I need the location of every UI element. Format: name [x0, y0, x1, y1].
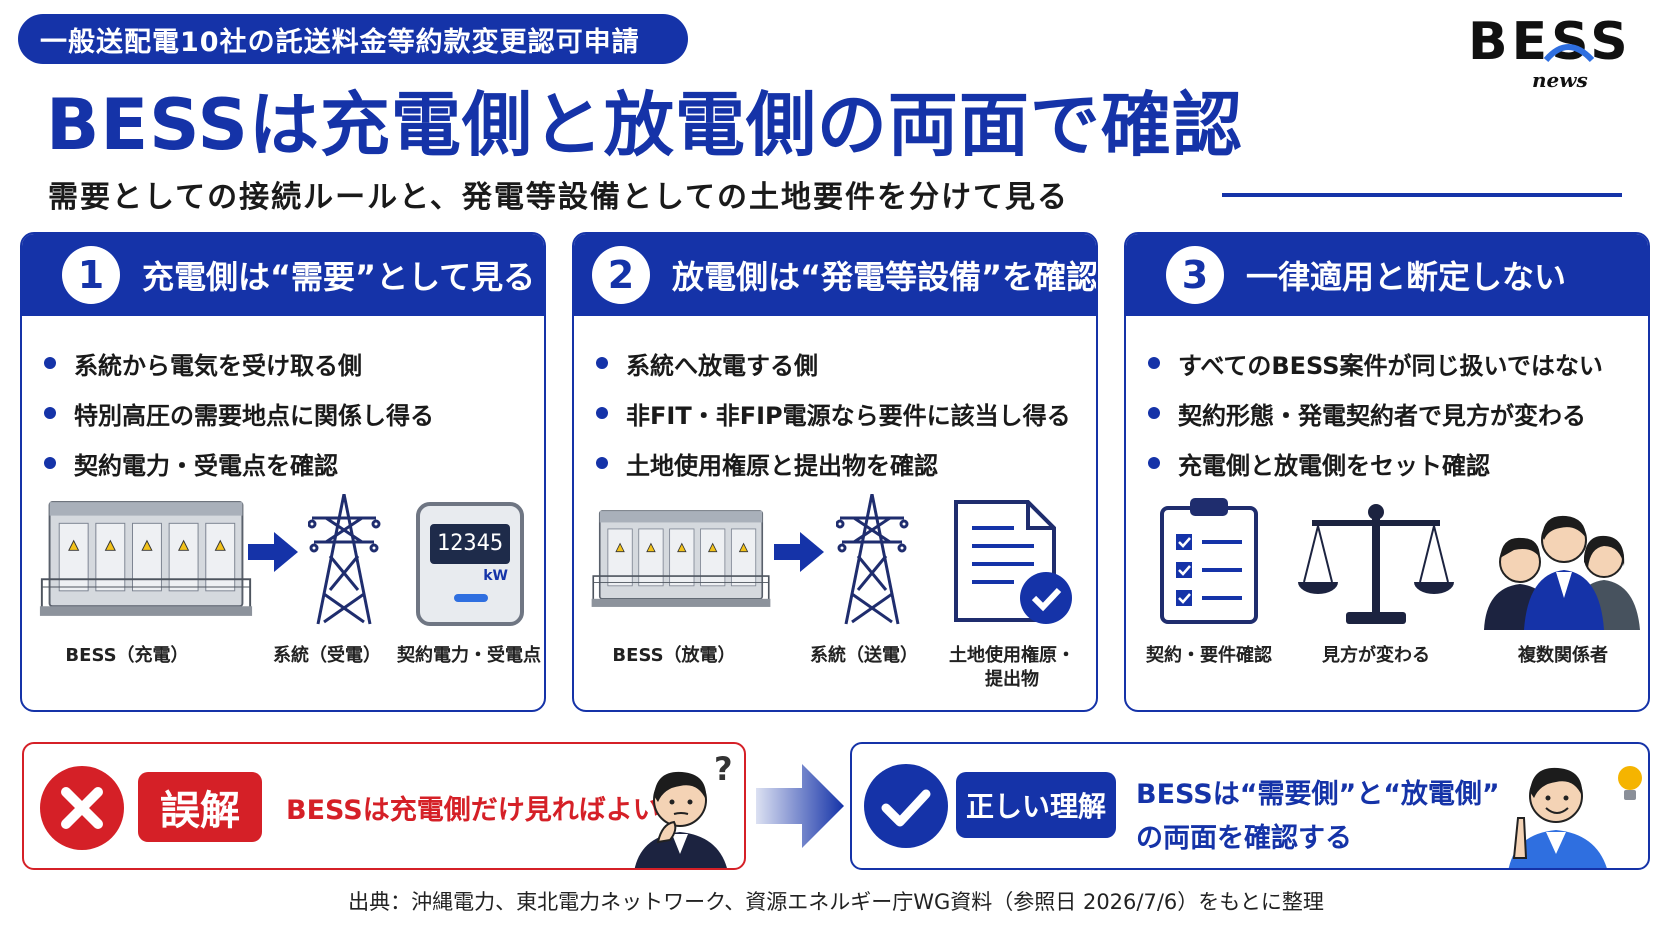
bullet-icon	[1148, 407, 1160, 419]
transmission-tower-icon	[836, 494, 909, 626]
check-icon	[864, 764, 948, 848]
caption: 契約電力・受電点	[397, 645, 541, 666]
card-number: 1	[62, 246, 120, 304]
people-group-icon	[1484, 515, 1640, 630]
bullet-icon	[44, 357, 56, 369]
card-header: 3 一律適用と断定しない	[1126, 234, 1648, 316]
list-item: 非FIT・非FIP電源なら要件に該当し得る	[596, 388, 1096, 438]
lightbulb-icon	[1618, 766, 1642, 800]
list-item: 充電側と放電側をセット確認	[1148, 438, 1648, 488]
card-heading: 一律適用と断定しない	[1246, 258, 1567, 296]
list-item: 契約形態・発電契約者で見方が変わる	[1148, 388, 1648, 438]
bullet-icon	[1148, 357, 1160, 369]
list-item: 特別高圧の需要地点に関係し得る	[44, 388, 544, 438]
thinking-man-icon	[634, 771, 727, 868]
list-item: すべてのBESS案件が同じ扱いではない	[1148, 338, 1648, 388]
balance-scale-icon	[1298, 504, 1454, 624]
arrow-right-icon	[756, 764, 844, 848]
battery-container-icon	[590, 510, 772, 608]
card-heading: 放電側は“発電等設備”を確認	[672, 258, 1098, 296]
list-item: 系統へ放電する側	[596, 338, 1096, 388]
caption: BESS（充電）	[65, 645, 189, 666]
list-item: 契約電力・受電点を確認	[44, 438, 544, 488]
list-item: 土地使用権原と提出物を確認	[596, 438, 1096, 488]
caption: 系統（受電）	[273, 645, 381, 666]
question-mark-icon: ?	[714, 750, 733, 788]
bullet-icon	[44, 407, 56, 419]
source-note: 出典：沖縄電力、東北電力ネットワーク、資源エネルギー庁WG資料（参照日 2026…	[348, 890, 1324, 914]
meter-unit: kW	[483, 568, 508, 584]
card-charging-side: 1 充電側は“需要”として見る 系統から電気を受け取る側 特別高圧の需要地点に関…	[20, 232, 546, 712]
logo-arc-icon	[1544, 44, 1594, 63]
electric-meter-icon: 12345 kW	[416, 502, 524, 626]
correct-text-line2: の両面を確認する	[1136, 823, 1352, 854]
caption: 土地使用権原・提出物	[949, 645, 1075, 690]
card-header: 1 充電側は“需要”として見る	[22, 234, 544, 316]
misconception-box: 誤解 BESSは充電側だけ見ればよい ?	[22, 742, 746, 870]
bullet-icon	[44, 457, 56, 469]
subtitle-rule	[1222, 193, 1622, 197]
header-pill-text: 一般送配電10社の託送料金等約款変更認可申請	[40, 26, 640, 58]
correct-text-line1: BESSは“需要側”と“放電側”	[1136, 779, 1500, 810]
list-item: 系統から電気を受け取る側	[44, 338, 544, 388]
arrow-right-icon	[248, 532, 298, 572]
page-title: BESSは充電側と放電側の両面で確認	[46, 84, 1243, 166]
logo-sub: news	[1532, 68, 1588, 92]
pointing-man-icon	[1508, 767, 1607, 868]
correct-understanding-box: 正しい理解 BESSは“需要側”と“放電側” の両面を確認する	[850, 742, 1650, 870]
arrow-right-icon	[774, 532, 824, 572]
misconception-label: 誤解	[138, 772, 262, 842]
correct-label: 正しい理解	[956, 772, 1116, 838]
caption: 見方が変わる	[1322, 645, 1430, 666]
card-no-blanket-rule: 3 一律適用と断定しない すべてのBESS案件が同じ扱いではない 契約形態・発電…	[1124, 232, 1650, 712]
bullet-icon	[596, 357, 608, 369]
card-number: 2	[592, 246, 650, 304]
bullet-icon	[1148, 457, 1160, 469]
document-check-icon	[954, 500, 1072, 624]
page-subtitle: 需要としての接続ルールと、発電等設備としての土地要件を分けて見る	[48, 180, 1069, 215]
battery-container-icon	[38, 501, 254, 617]
caption: 契約・要件確認	[1146, 645, 1272, 666]
card-heading: 充電側は“需要”として見る	[142, 258, 536, 296]
bullet-icon	[596, 407, 608, 419]
card-number: 3	[1166, 246, 1224, 304]
caption: BESS（放電）	[612, 645, 736, 666]
bullet-icon	[596, 457, 608, 469]
meter-reading: 12345	[430, 524, 510, 564]
card-header: 2 放電側は“発電等設備”を確認	[574, 234, 1096, 316]
cross-icon	[40, 766, 124, 850]
caption: 複数関係者	[1518, 645, 1608, 666]
checklist-clipboard-icon	[1160, 498, 1258, 624]
bess-news-logo: BESS news	[1468, 14, 1654, 92]
header-pill: 一般送配電10社の託送料金等約款変更認可申請	[18, 14, 688, 64]
misconception-text: BESSは充電側だけ見ればよい	[286, 795, 660, 826]
card-discharging-side: 2 放電側は“発電等設備”を確認 系統へ放電する側 非FIT・非FIP電源なら要…	[572, 232, 1098, 712]
caption: 系統（送電）	[810, 645, 918, 666]
transmission-tower-icon	[308, 494, 381, 626]
